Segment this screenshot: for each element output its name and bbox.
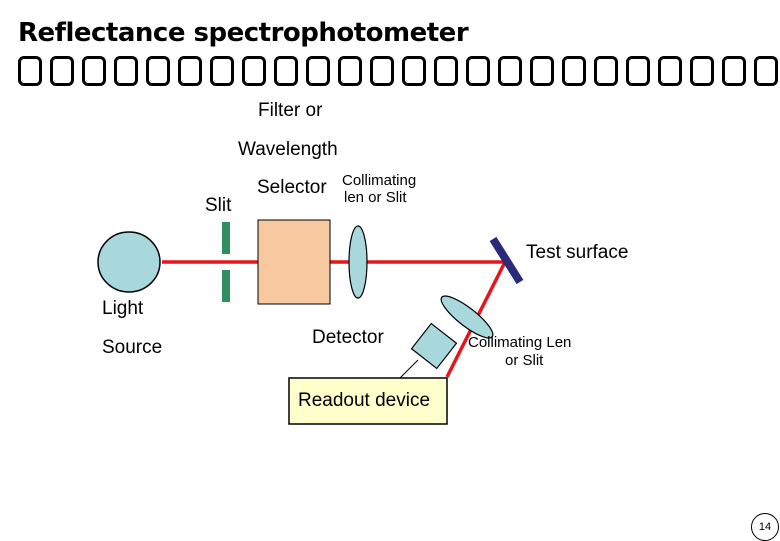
slit-lower [222,270,230,302]
detector [410,322,458,370]
garbled-glyph-box [562,56,586,86]
readout-device-label: Readout device [298,390,431,411]
collimating-lens-top [348,225,368,299]
garbled-glyph-box [146,56,170,86]
light-source [97,231,161,293]
collimating-bottom-label-line1: Collimating Len [468,334,572,351]
garbled-glyph-box [594,56,618,86]
filter-label-line2: Wavelength [238,139,338,160]
garbled-glyph-box [530,56,554,86]
garbled-glyph-box [242,56,266,86]
filter-label-line3: Selector [257,177,327,198]
garbled-glyph-box [658,56,682,86]
light-beam [162,260,508,378]
garbled-glyph-box [498,56,522,86]
garbled-glyph-box [114,56,138,86]
slit-upper [222,222,230,254]
page-title: Reflectance spectrophotometer [18,18,469,48]
collimating-top-label-line1: Collimating [342,172,417,189]
garbled-glyph-box [754,56,778,86]
detector-label: Detector [312,327,384,348]
test-surface-mirror [489,236,524,285]
collimating-bottom-label-line2: or Slit [505,352,544,369]
garbled-glyph-box [178,56,202,86]
garbled-glyph-box [338,56,362,86]
garbled-glyph-box [370,56,394,86]
garbled-glyph-box [82,56,106,86]
page-number: 14 [751,513,779,541]
readout-connector [399,359,419,379]
filter-label-line1: Filter or [258,100,323,121]
readout-device-box [288,377,448,425]
garbled-glyph-box [434,56,458,86]
garbled-glyph-box [626,56,650,86]
garbled-glyph-box [50,56,74,86]
garbled-glyph-box [306,56,330,86]
test-surface-label: Test surface [526,242,629,263]
collimating-lens-bottom [440,295,494,339]
garbled-glyph-box [466,56,490,86]
garbled-text-row [18,56,780,96]
collimating-top-label-line2: len or Slit [344,189,407,206]
slit-label: Slit [205,195,232,216]
garbled-glyph-box [18,56,42,86]
source-label: Source [102,337,163,358]
garbled-glyph-box [210,56,234,86]
garbled-glyph-box [722,56,746,86]
garbled-glyph-box [690,56,714,86]
light-label: Light [102,298,144,319]
wavelength-selector [257,219,331,305]
garbled-glyph-box [402,56,426,86]
garbled-glyph-box [274,56,298,86]
